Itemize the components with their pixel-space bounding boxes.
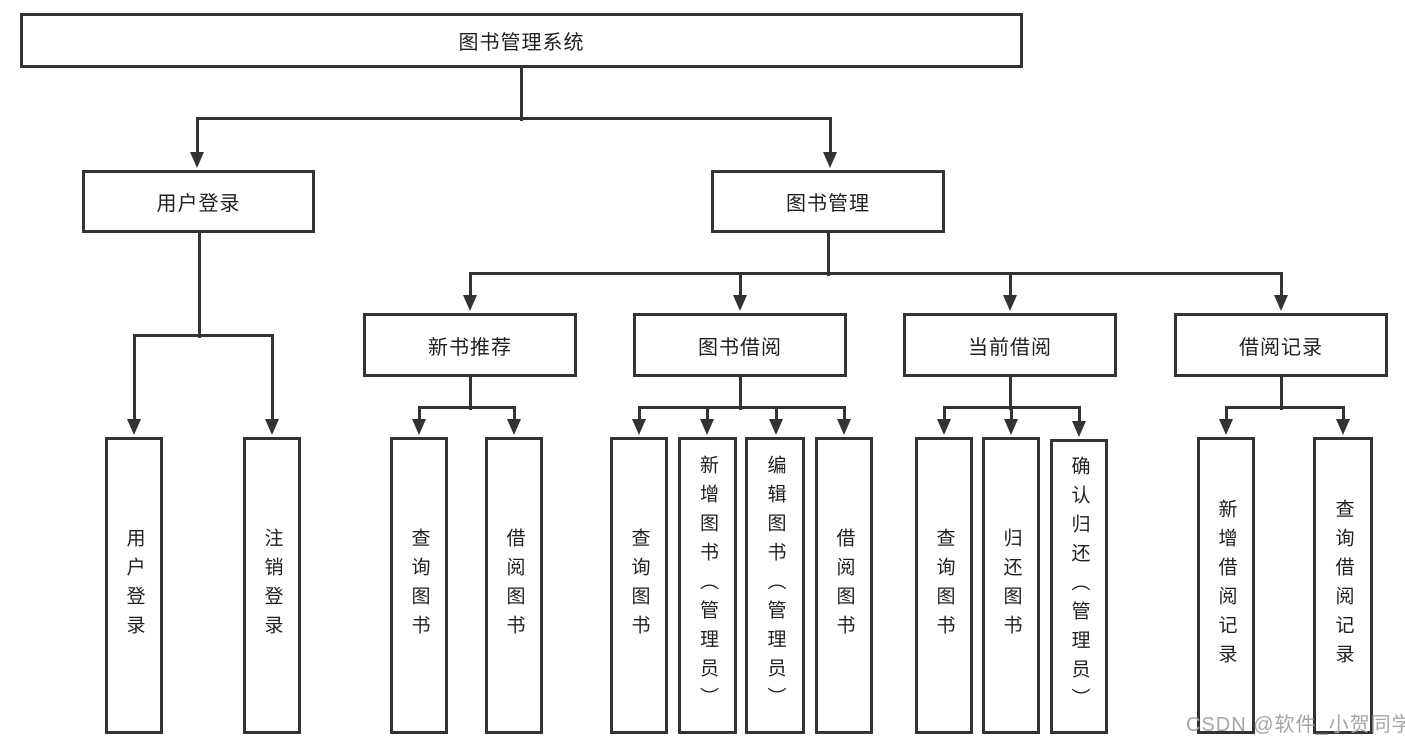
arrowhead-down-icon: [837, 419, 851, 435]
connector-stub-borrow-record-to-children: [1279, 377, 1283, 410]
arrow-line-book-mgmt-to-level3: [1008, 273, 1012, 298]
arrow-line-book-mgmt-to-level3: [1279, 273, 1283, 298]
arrowhead-down-icon: [1004, 419, 1018, 435]
arrow-line-new-book-rec-to-children: [417, 407, 421, 422]
arrow-line-user-login-to-children: [270, 335, 274, 422]
node-br-query-record: 查询借阅记录: [1313, 437, 1373, 734]
node-bb-add-book-admin: 新增图书（管理员）: [678, 437, 737, 734]
arrowhead-down-icon: [632, 419, 646, 435]
node-bb-borrow-book: 借阅图书: [815, 437, 873, 734]
node-new-book-rec: 新书推荐: [363, 313, 577, 377]
arrow-line-borrow-record-to-children: [1341, 407, 1345, 422]
node-label-bb-query-book: 查询图书: [628, 527, 650, 644]
node-label-current-borrow: 当前借阅: [968, 336, 1052, 359]
connector-rail-user-login-to-children: [132, 333, 274, 337]
node-label-new-book-rec: 新书推荐: [428, 336, 512, 359]
connector-stub-current-borrow-to-children: [1008, 377, 1012, 410]
node-book-mgmt: 图书管理: [711, 170, 945, 233]
arrowhead-down-icon: [127, 419, 141, 435]
arrow-line-book-mgmt-to-level3: [468, 273, 472, 298]
arrow-line-book-borrow-to-children: [637, 407, 641, 422]
connector-rail-root-to-level2: [195, 116, 832, 120]
connector-rail-book-mgmt-to-level3: [468, 271, 1283, 275]
arrowhead-down-icon: [1072, 421, 1086, 437]
node-cb-query-book: 查询图书: [915, 437, 973, 734]
node-nb-query-book: 查询图书: [390, 437, 448, 734]
node-label-root: 图书管理系统: [458, 32, 585, 54]
node-logout: 注销登录: [243, 437, 301, 734]
arrow-line-user-login-to-children: [132, 335, 136, 422]
node-label-cb-confirm-return-admin: 确认归还（管理员）: [1068, 456, 1090, 717]
arrowhead-down-icon: [1003, 295, 1017, 311]
arrowhead-down-icon: [769, 419, 783, 435]
arrow-line-book-mgmt-to-level3: [738, 273, 742, 298]
node-label-bb-borrow-book: 借阅图书: [833, 527, 855, 644]
arrow-line-current-borrow-to-children: [942, 407, 946, 422]
node-label-br-add-record: 新增借阅记录: [1215, 498, 1237, 673]
connector-rail-borrow-record-to-children: [1224, 405, 1345, 409]
arrowhead-down-icon: [1336, 419, 1350, 435]
arrowhead-down-icon: [1274, 295, 1288, 311]
node-borrow-record: 借阅记录: [1174, 313, 1388, 377]
connector-stub-book-mgmt-to-level3: [826, 233, 830, 276]
connector-rail-new-book-rec-to-children: [417, 405, 516, 409]
node-label-br-query-record: 查询借阅记录: [1332, 498, 1354, 673]
node-label-nb-query-book: 查询图书: [408, 527, 430, 644]
node-label-book-mgmt: 图书管理: [786, 193, 870, 215]
arrowhead-down-icon: [412, 419, 426, 435]
connector-stub-new-book-rec-to-children: [468, 377, 472, 410]
connector-stub-user-login-to-children: [197, 233, 201, 338]
connector-stub-book-borrow-to-children: [738, 377, 742, 410]
arrow-line-book-borrow-to-children: [705, 407, 709, 422]
arrow-line-book-borrow-to-children: [774, 407, 778, 422]
node-bb-edit-book-admin: 编辑图书（管理员）: [745, 437, 805, 734]
node-book-borrow: 图书借阅: [633, 313, 847, 377]
node-nb-borrow-book: 借阅图书: [485, 437, 543, 734]
arrow-line-borrow-record-to-children: [1224, 407, 1228, 422]
arrow-line-book-borrow-to-children: [842, 407, 846, 422]
csdn-watermark: CSDN @软件_小贺同学: [1186, 714, 1405, 736]
node-login: 用户登录: [105, 437, 163, 734]
arrow-line-root-to-level2: [195, 118, 199, 155]
arrowhead-down-icon: [1219, 419, 1233, 435]
node-user-login: 用户登录: [82, 170, 315, 233]
arrow-line-current-borrow-to-children: [1077, 407, 1081, 424]
node-label-nb-borrow-book: 借阅图书: [503, 527, 525, 644]
node-current-borrow: 当前借阅: [903, 313, 1117, 377]
arrow-line-new-book-rec-to-children: [512, 407, 516, 422]
arrow-line-current-borrow-to-children: [1009, 407, 1013, 422]
connector-stub-root-to-level2: [519, 68, 523, 121]
node-cb-confirm-return-admin: 确认归还（管理员）: [1050, 439, 1108, 734]
node-cb-return-book: 归还图书: [982, 437, 1040, 734]
node-label-cb-query-book: 查询图书: [933, 527, 955, 644]
arrowhead-down-icon: [463, 295, 477, 311]
arrowhead-down-icon: [507, 419, 521, 435]
node-br-add-record: 新增借阅记录: [1197, 437, 1255, 734]
arrowhead-down-icon: [823, 152, 837, 168]
arrowhead-down-icon: [937, 419, 951, 435]
node-label-borrow-record: 借阅记录: [1239, 336, 1323, 359]
node-label-cb-return-book: 归还图书: [1000, 527, 1022, 644]
node-label-bb-edit-book-admin: 编辑图书（管理员）: [764, 455, 786, 716]
node-root: 图书管理系统: [20, 13, 1023, 68]
node-label-logout: 注销登录: [261, 527, 283, 644]
arrow-line-root-to-level2: [828, 118, 832, 155]
connector-rail-book-borrow-to-children: [637, 405, 846, 409]
node-label-bb-add-book-admin: 新增图书（管理员）: [697, 455, 718, 716]
node-label-login: 用户登录: [123, 527, 145, 644]
node-bb-query-book: 查询图书: [610, 437, 668, 734]
arrowhead-down-icon: [700, 419, 714, 435]
arrowhead-down-icon: [265, 419, 279, 435]
node-label-book-borrow: 图书借阅: [698, 336, 782, 359]
node-label-user-login: 用户登录: [156, 193, 241, 215]
arrowhead-down-icon: [733, 295, 747, 311]
arrowhead-down-icon: [190, 152, 204, 168]
